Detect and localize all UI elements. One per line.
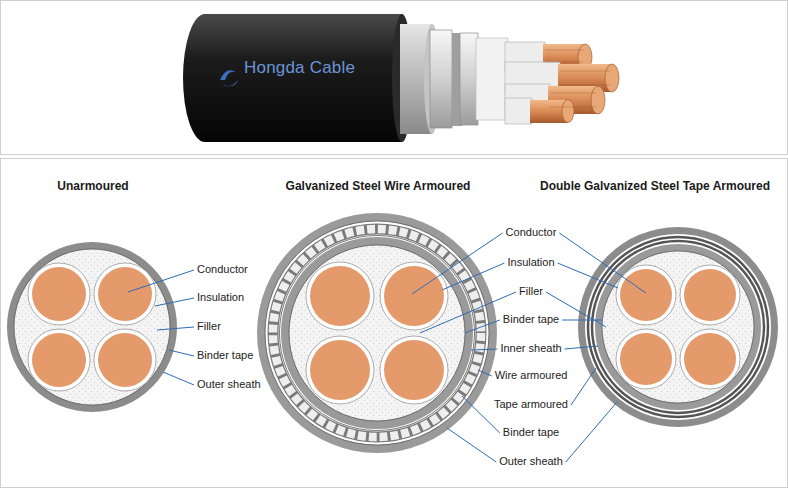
leader-line xyxy=(412,233,503,294)
label-holder: Tape armoured xyxy=(494,398,568,411)
section-heading: Galvanized Steel Wire Armoured xyxy=(286,179,471,193)
label-holder: Binder tape xyxy=(197,349,253,362)
section-heading: Double Galvanized Steel Tape Armoured xyxy=(540,179,770,193)
part-name: Binder tape xyxy=(503,426,559,439)
leader-line xyxy=(565,346,598,349)
leader-line xyxy=(478,370,492,376)
label-holder: Filler xyxy=(197,320,221,333)
label-holder: Galvanized Steel Wire Armoured xyxy=(286,179,471,193)
label-holder: Conductor xyxy=(197,263,248,276)
part-name: Insulation xyxy=(197,291,244,304)
leader-line xyxy=(447,428,496,462)
section-heading: Unarmoured xyxy=(57,179,128,193)
part-name: Conductor xyxy=(197,263,248,276)
part-name: Wire armoured xyxy=(495,369,568,382)
leader-line xyxy=(566,402,617,462)
part-name: Binder tape xyxy=(503,313,559,326)
leader-line xyxy=(163,372,194,385)
leader-line xyxy=(155,298,194,306)
label-holder: Filler xyxy=(519,285,543,298)
label-holder: Inner sheath xyxy=(500,342,561,355)
leader-line xyxy=(442,263,504,290)
leader-line xyxy=(420,292,516,333)
leader-line xyxy=(169,350,194,356)
part-name: Inner sheath xyxy=(500,342,561,355)
label-holder: Unarmoured xyxy=(57,179,128,193)
leader-line xyxy=(559,233,646,293)
label-holder: Wire armoured xyxy=(495,369,568,382)
part-name: Binder tape xyxy=(197,349,253,362)
label-holder: Binder tape xyxy=(503,426,559,439)
label-holder: Insulation xyxy=(507,256,554,269)
leader-line xyxy=(558,263,618,288)
part-name: Insulation xyxy=(507,256,554,269)
label-holder: Double Galvanized Steel Tape Armoured xyxy=(540,179,770,193)
leader-line xyxy=(562,320,602,321)
leader-line xyxy=(465,320,500,333)
leader-line xyxy=(128,270,194,292)
label-holder: Insulation xyxy=(197,291,244,304)
part-name: Outer sheath xyxy=(499,455,563,468)
part-name: Filler xyxy=(197,320,221,333)
part-name: Outer sheath xyxy=(197,378,261,391)
part-name: Conductor xyxy=(506,226,557,239)
brand-watermark: Hongda Cable xyxy=(244,58,355,78)
part-name: Filler xyxy=(519,285,543,298)
label-holder: Outer sheath xyxy=(499,455,563,468)
leader-line xyxy=(571,368,596,405)
label-holder: Conductor xyxy=(506,226,557,239)
part-name: Tape armoured xyxy=(494,398,568,411)
leader-line xyxy=(157,327,194,330)
leader-line xyxy=(471,349,497,350)
label-holder: Outer sheath xyxy=(197,378,261,391)
label-holder: Binder tape xyxy=(503,313,559,326)
label-holder: Hongda Cable xyxy=(244,58,355,78)
